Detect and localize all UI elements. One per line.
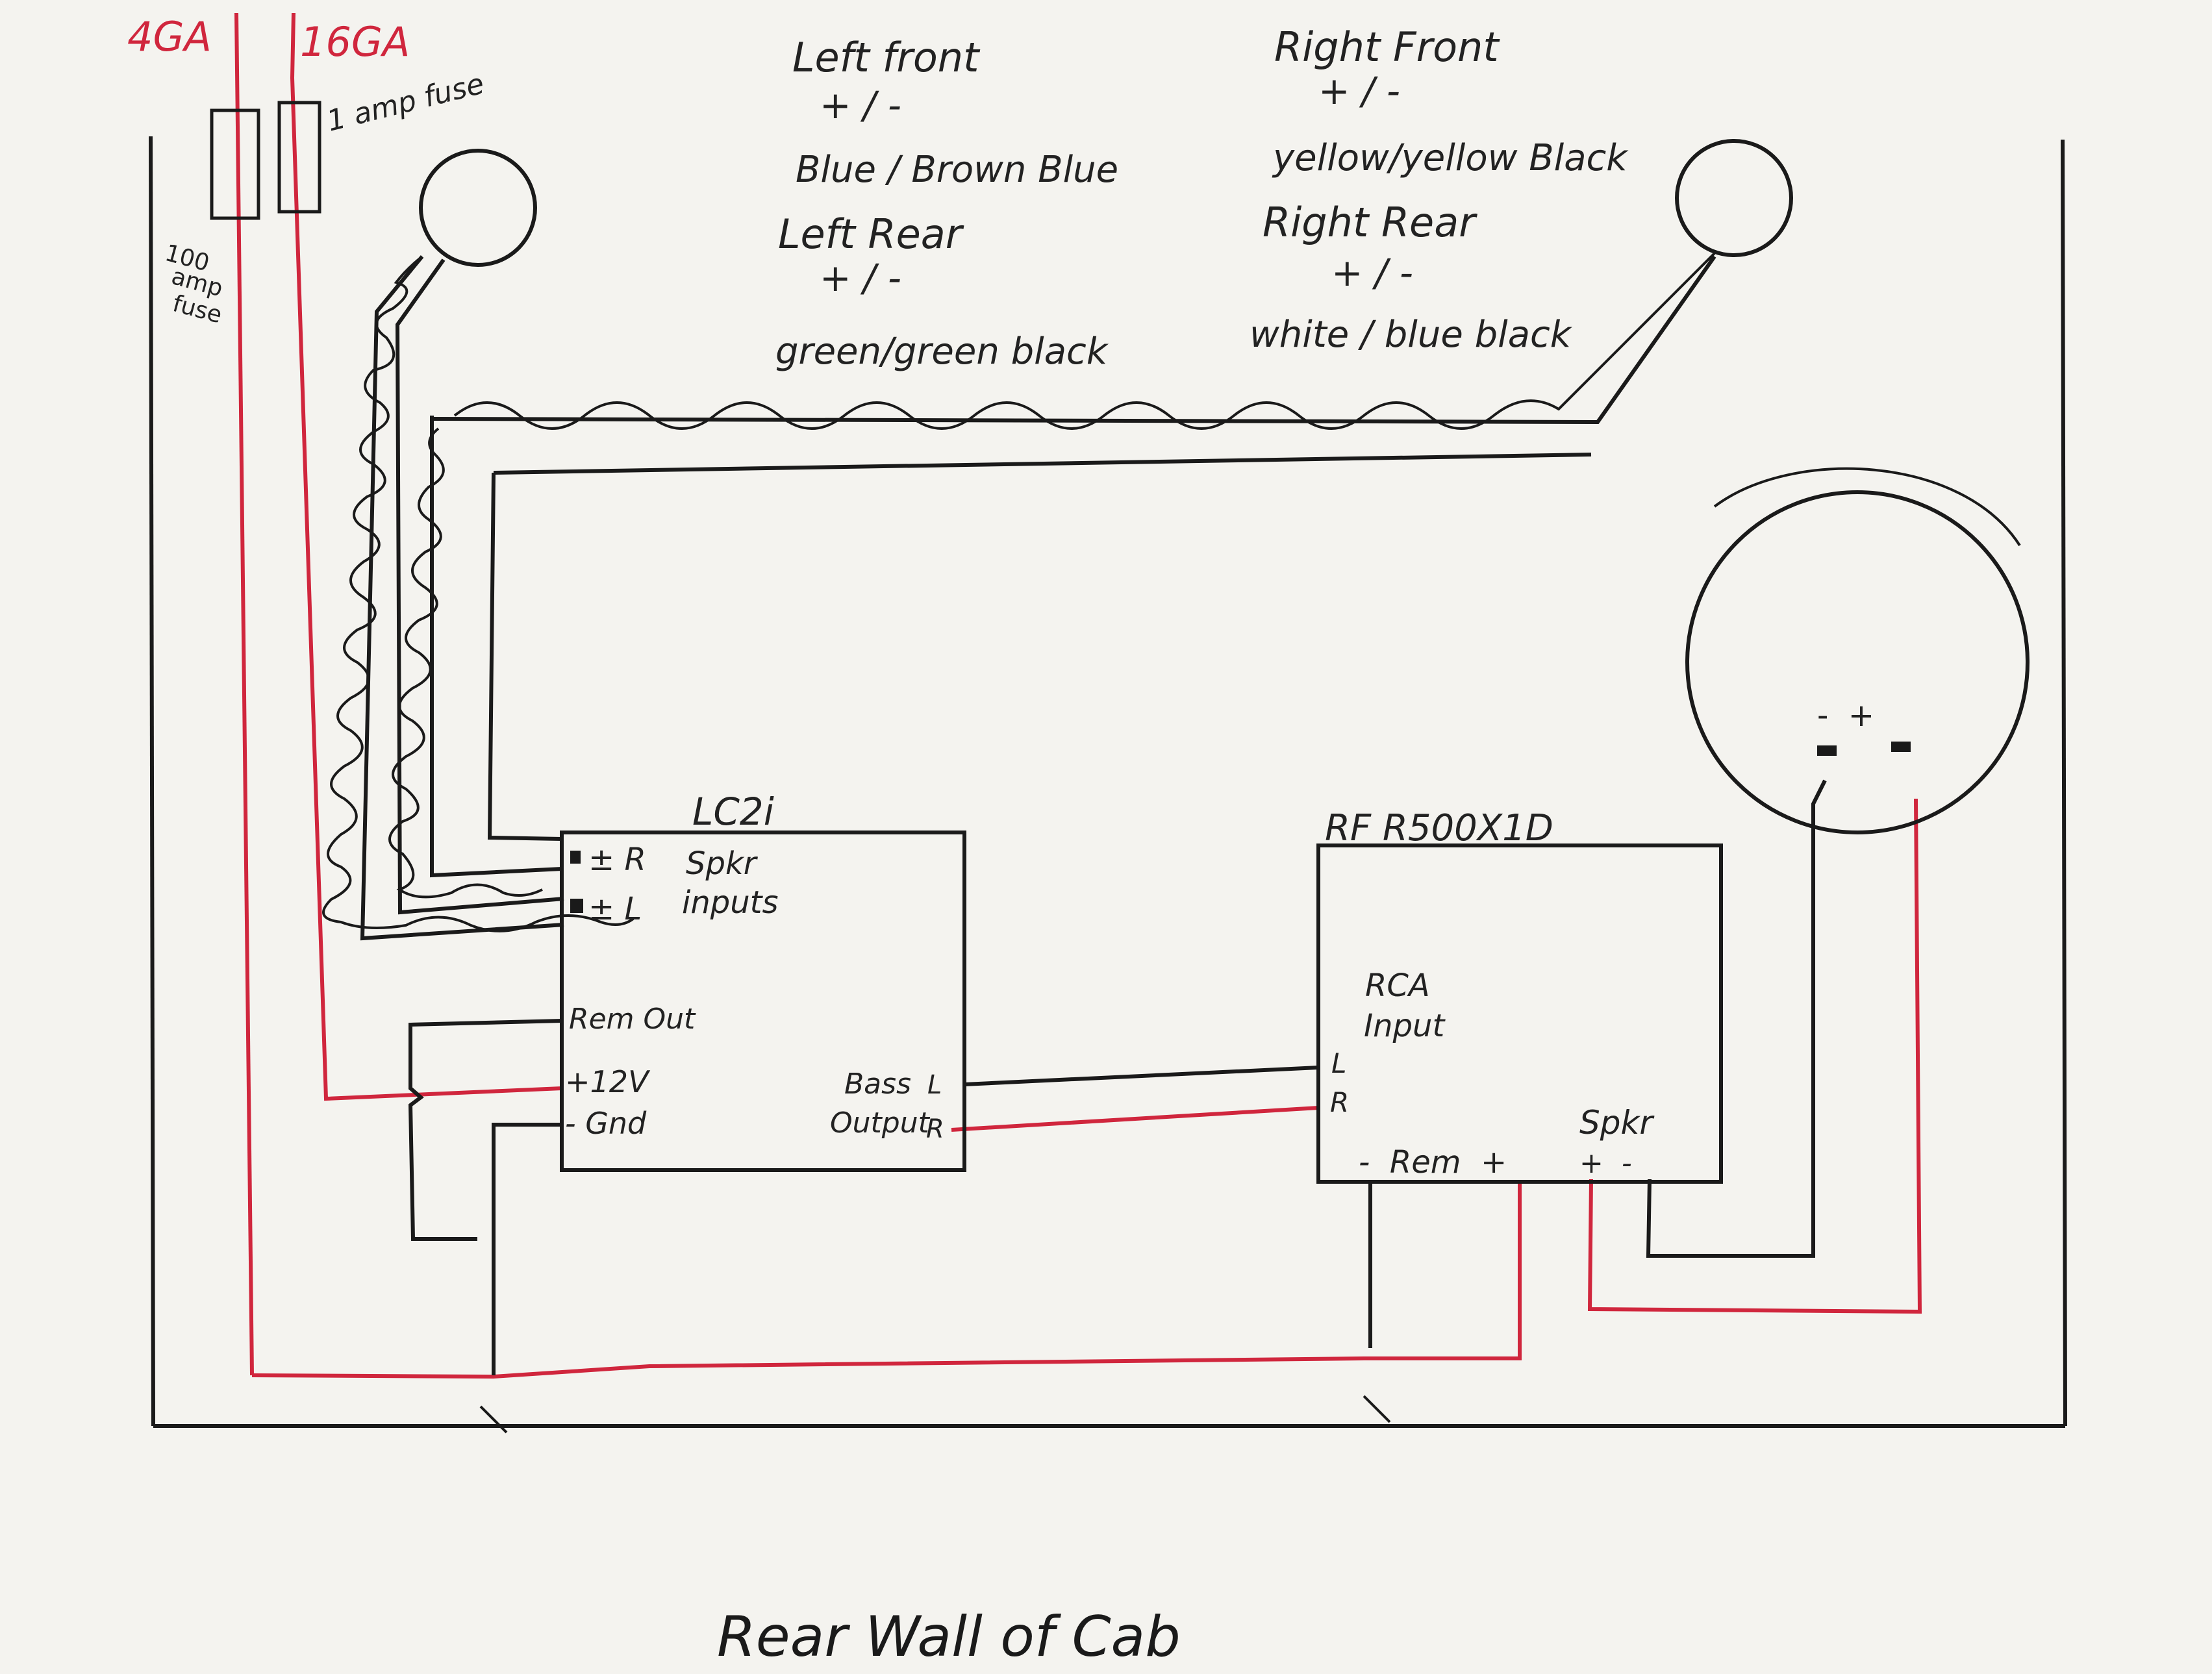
signal-wires [408,779,1827,1434]
left-front-speaker [419,149,537,267]
rem-out-wire [408,1019,562,1241]
lc2i-bass-r: R [926,1114,944,1144]
lc2i-gnd: - Gnd [565,1106,647,1141]
speaker-notes: Left front + / - Blue / Brown Blue Left … [775,23,1629,373]
amp-box [1316,843,1723,1184]
main-power-wire [234,12,254,1376]
subwoofer [1685,490,2030,834]
amp-input-l: L [1331,1047,1346,1079]
gauge-4-label: 4GA [127,13,212,60]
lc2i-rem-out: Rem Out [569,1003,696,1036]
power-wires [234,12,1922,1379]
bass-l-signal-wire [964,1066,1319,1086]
right-front-speaker [1675,139,1793,257]
right-rear-title: Right Rear [1263,199,1477,246]
fuse-1-label: 1 amp fuse [323,67,487,138]
sub-speaker-positive-wire [1587,798,1922,1314]
amp-title: RF R500X1D [1325,807,1553,849]
main-power-run [251,1180,1522,1379]
lc2i-12v: +12V [565,1064,651,1099]
lc2i-spkr-label: Spkr [686,845,759,882]
subwoofer-terminal-labels: - + [1817,697,1874,734]
amp-rem-terminals: - Rem + [1359,1144,1507,1181]
left-rear-wires: green/green black [775,331,1109,373]
sub-negative-wire [1646,779,1827,1258]
speakers [419,139,2030,834]
amp-input-r: R [1330,1086,1349,1118]
fuse-100-amp [210,108,260,220]
amp-labels: RF R500X1D RCA Input L R - Rem + Spkr + … [1325,807,1655,1181]
cab-outline [149,136,2067,1428]
right-front-wires: yellow/yellow Black [1272,137,1629,179]
bass-r-signal-wire [951,1106,1319,1132]
lc2i-spkr-l: ± L [588,891,642,927]
lc2i-output-label: Output [830,1106,931,1140]
diagram-caption: Rear Wall of Cab [717,1605,1181,1669]
amp-spkr-terminals: + - [1579,1147,1632,1180]
lc2i-ground-wire [492,1123,562,1375]
right-front-polarity: + / - [1318,69,1400,113]
amp-input-label: Input [1364,1008,1446,1044]
left-front-wires: Blue / Brown Blue [796,149,1118,191]
spkr-r-terminal [570,851,581,864]
left-rear-polarity: + / - [820,256,901,300]
lc2i-labels: LC2i ± R ± L Spkr inputs Rem Out +12V - … [565,790,944,1144]
left-rear-title: Left Rear [778,210,964,258]
gauge-16-label: 16GA [300,18,410,66]
fuse-1-amp [277,101,321,214]
left-front-polarity: + / - [820,83,901,127]
subwoofer-terminal-marks [1817,742,1911,756]
lc2i-inputs-label: inputs [682,884,778,921]
remote-power-wire [290,12,562,1101]
lc2i-spkr-r: ± R [588,842,646,878]
lc2i-title: LC2i [692,790,774,834]
amp-rca-label: RCA [1365,968,1430,1004]
lc2i-box [560,831,966,1172]
amp-spkr-label: Spkr [1579,1104,1655,1142]
speaker-harness-twist [322,252,1716,932]
spkr-l-terminal [570,899,583,913]
right-rear-polarity: + / - [1331,251,1413,295]
fuses [210,101,321,220]
lc2i-bass-label: Bass [844,1068,911,1101]
lc2i-bass-l: L [927,1070,942,1100]
left-front-title: Left front [792,34,981,81]
right-rear-wires: white / blue black [1250,314,1573,356]
right-front-title: Right Front [1274,23,1500,71]
